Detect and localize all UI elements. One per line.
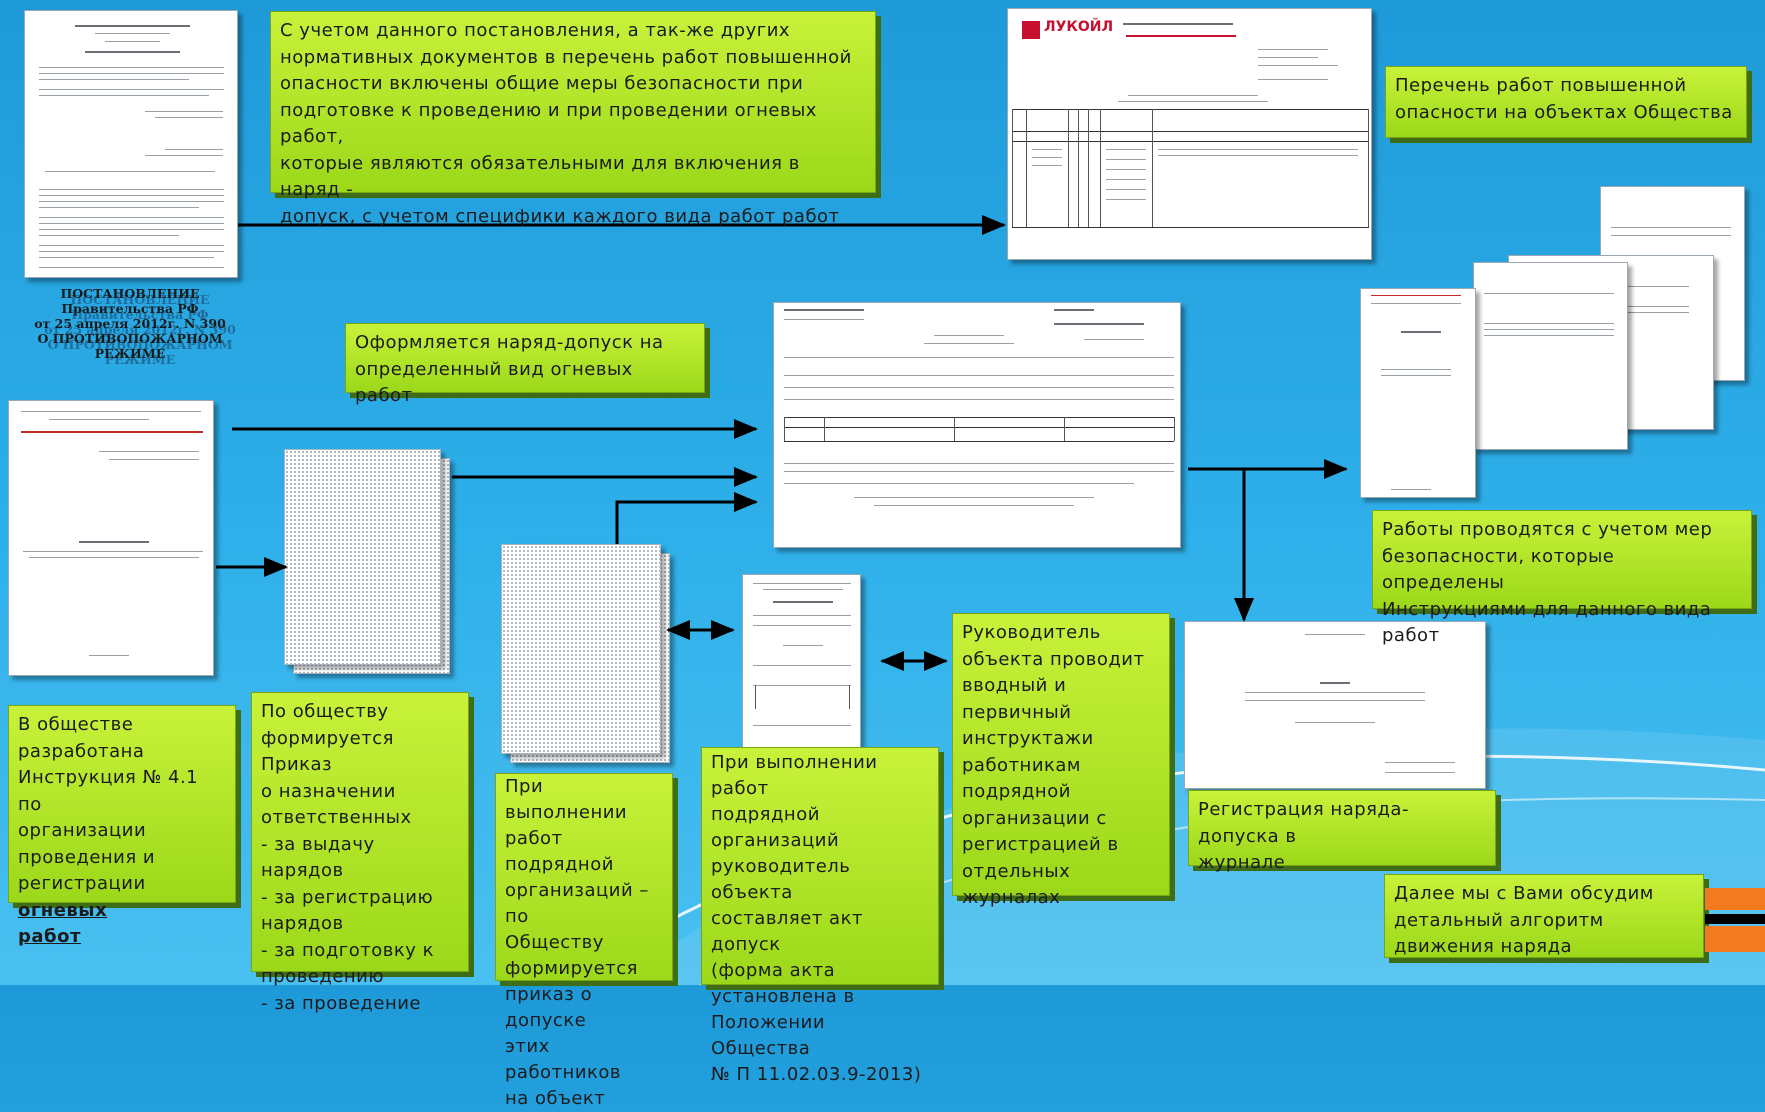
permit-journal-document — [1184, 621, 1486, 789]
note-next-discussion: Далее мы с Вами обсудим детальный алгори… — [1384, 874, 1704, 958]
orange-stripe-decoration — [1705, 888, 1765, 952]
work-permit-form — [773, 302, 1181, 548]
note-works-conducted: Работы проводятся с учетом мер безопасно… — [1372, 510, 1752, 646]
decree-document-thumbnail — [24, 10, 238, 278]
note-admission-act: При выполнении работ подрядной организац… — [701, 747, 939, 1085]
note-contractor-order: При выполнении работ подрядной организац… — [495, 773, 673, 1109]
note-order-responsible: По обществу формируется Приказ о назначе… — [251, 692, 469, 1014]
note-instruction-developed: В обществе разработана Инструкция № 4.1 … — [8, 705, 236, 947]
note-hazardous-works-list: Перечень работ повышенной опасности на о… — [1385, 66, 1747, 138]
admission-act-document — [742, 574, 861, 752]
hazardous-works-list-document: ЛУКОЙЛ — [1007, 8, 1372, 260]
lukoil-logo-icon — [1022, 21, 1040, 39]
instruction-stack-document-1 — [1360, 288, 1476, 498]
note-briefing: Руководитель объекта проводит вводный и … — [952, 613, 1170, 908]
note-instruction-text: В обществе разработана Инструкция № 4.1 … — [18, 714, 199, 894]
note-safety-measures-included: С учетом данного постановления, а так-же… — [270, 11, 876, 227]
instruction-document — [8, 400, 214, 676]
contractor-order-placeholder — [501, 544, 661, 754]
lukoil-logo-text: ЛУКОЙЛ — [1044, 19, 1114, 35]
arrow-contractor-to-permit — [615, 492, 758, 544]
decree-caption: ПОСТАНОВЛЕНИЕ Правительства РФ от 25 апр… — [34, 286, 226, 361]
flow-arrows — [216, 215, 1348, 671]
decree-caption-shadow: ПОСТАНОВЛЕНИЕ Правительства РФ от 25 апр… — [44, 292, 236, 367]
note-permit-issued: Оформляется наряд-допуск на определенный… — [345, 323, 705, 406]
note-instruction-fire-works-link: огневых работ — [18, 899, 108, 948]
note-journal-registration: Регистрация наряда-допуска в журнале — [1188, 790, 1496, 873]
